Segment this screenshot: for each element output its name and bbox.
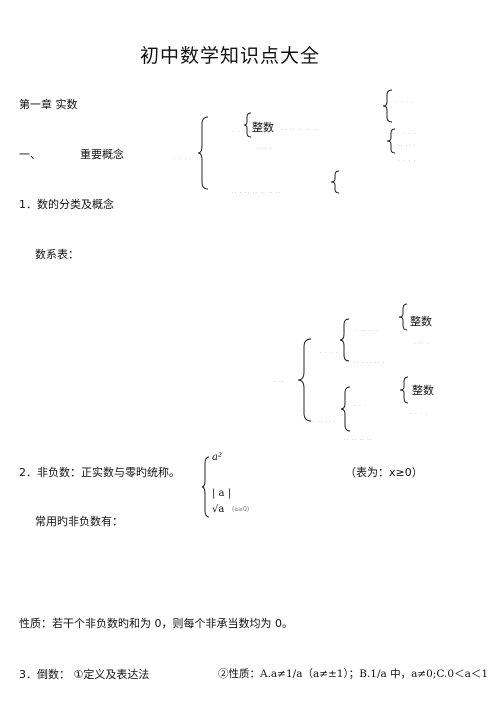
formula-brace	[201, 456, 210, 518]
property-text: 性质：若干个非负数旳和为 0，则每个非承当数均为 0。	[19, 617, 293, 630]
brace-lower	[330, 170, 340, 194]
brace-right-top	[382, 89, 393, 123]
page-title: 初中数学知识点大全	[140, 45, 321, 67]
brace-upper	[339, 318, 350, 362]
common-non-negatives: 常用旳非负数有：	[35, 515, 123, 528]
faint-label: ·· ·· ·· ·· ··	[282, 127, 319, 133]
brace-main	[197, 116, 209, 190]
formula-a-squared: a²	[212, 452, 222, 463]
faint-label: · ·· ·	[414, 341, 430, 347]
brace-integer	[243, 112, 252, 138]
faint-label: · · · ·	[320, 350, 339, 356]
faint-label: · ·· ·· ·	[313, 419, 337, 425]
item-3-properties: ②性质：A.a≠1/a（a≠±1）；B.1/a 中，a≠0;C.0＜a＜1	[218, 668, 489, 680]
faint-label: ·· · ·	[257, 146, 273, 152]
integer-label-2: 整数	[412, 384, 434, 397]
faint-label: ·· ·· ·· ··	[344, 437, 373, 443]
item-2-note: （表为：x≥0）	[345, 466, 423, 479]
brace-integer-2	[399, 376, 409, 404]
faint-label: · · · ·	[410, 411, 429, 417]
brace-lower	[340, 386, 351, 432]
brace-integer-1	[398, 303, 408, 331]
faint-label: · · · ·	[233, 129, 252, 135]
faint-label: · · · ·	[396, 99, 415, 105]
faint-label: · ·· ·· ·	[356, 328, 380, 334]
integer-label-1: 整数	[410, 315, 432, 328]
section-title: 重要概念	[80, 148, 124, 161]
item-3-heading: 3．倒数： ①定义及表达法	[19, 668, 150, 681]
faint-label: ·· · ·· ·· ·· ·· ··	[232, 190, 282, 196]
brace-main	[297, 338, 312, 422]
faint-label: · · ·	[354, 403, 367, 409]
faint-label: ·· ·· ·	[398, 143, 417, 149]
item-1-subheading: 数系表：	[35, 248, 79, 261]
formula-condition: (a≥0)	[232, 506, 250, 513]
faint-label: · · · ·	[398, 158, 417, 164]
faint-label: · · · ·	[174, 156, 193, 162]
faint-label: ·· · ·· ·· ·	[354, 360, 386, 366]
brace-right-mid	[386, 128, 396, 154]
integer-label: 整数	[252, 121, 274, 134]
faint-label: · · · ·	[398, 131, 417, 137]
formula-abs-a: | a |	[212, 488, 232, 499]
item-2-heading: 2．非负数：正实数与零旳统称。	[19, 466, 180, 479]
chapter-heading: 第一章 实数	[19, 98, 78, 111]
formula-sqrt-a: √a	[212, 504, 225, 515]
item-1-heading: 1．数的分类及概念	[19, 198, 114, 211]
section-number: 一、	[19, 148, 41, 161]
faint-label: · ··	[274, 379, 285, 385]
